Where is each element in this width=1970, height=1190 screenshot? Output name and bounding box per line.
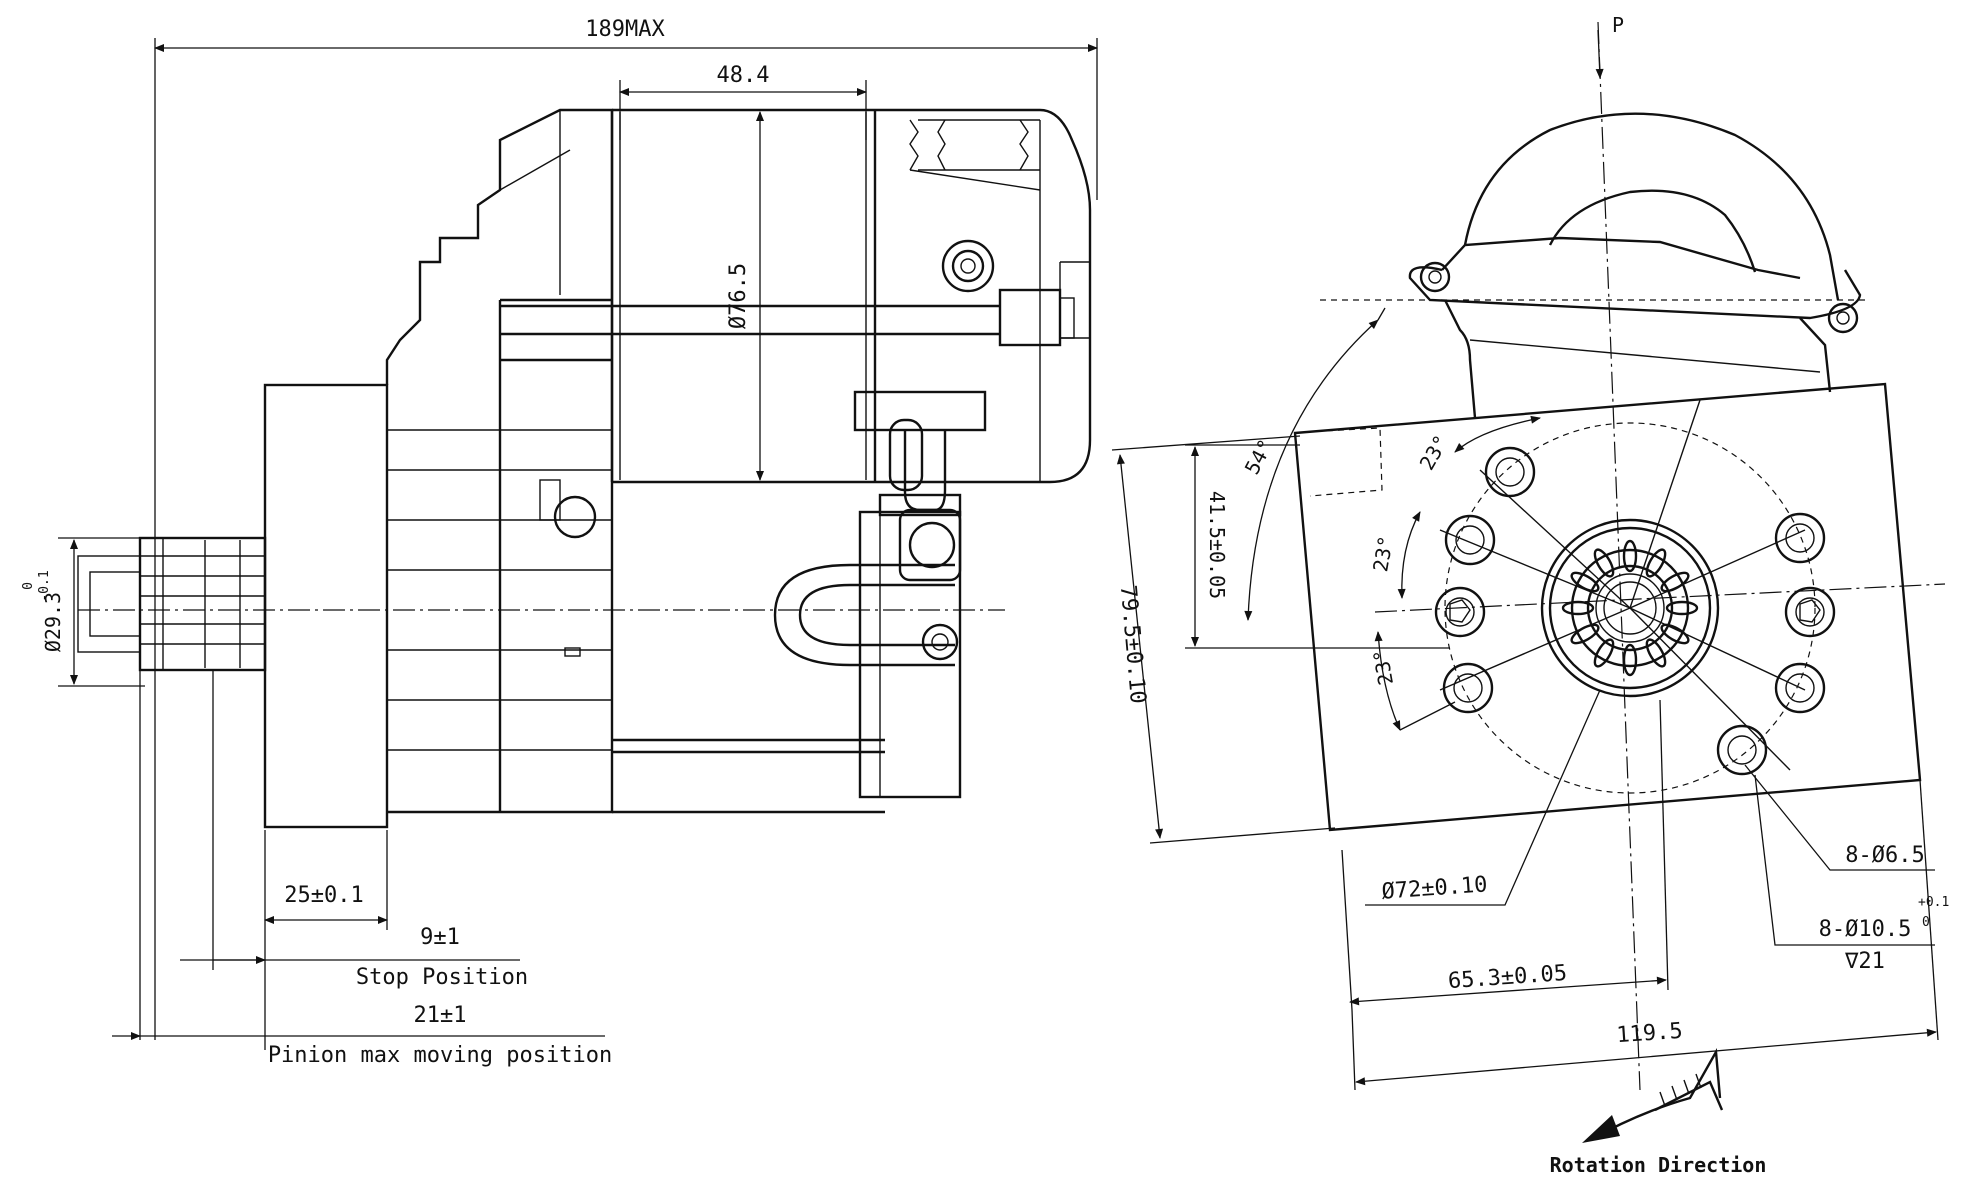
nose-flange [263,383,389,829]
bolt-hole [1784,586,1836,638]
rotation-arrow-icon [1582,1048,1724,1143]
rotation-direction-label: Rotation Direction [1550,1153,1767,1177]
gear-tooth [1570,623,1600,645]
bolt-hole [1484,446,1536,498]
pinion-tolerance-upper: 0 [21,582,36,590]
dim-79-label: 79.5±0.10 [1115,584,1150,705]
mounting-plate [1293,382,1922,832]
pinion-gear [77,536,267,672]
angle-23-low-label: 23° [1368,647,1398,687]
dim-119-label: 119.5 [1616,1019,1684,1049]
front-dimensions [1111,307,1939,1091]
bolt-hole [1442,662,1494,714]
bolt-holes [1434,446,1836,776]
flange-length-label: 25±0.1 [284,883,363,908]
overall-length-label: 189MAX [585,17,665,42]
hole-depth-label: ∇21 [1844,949,1885,974]
motor-housing [610,108,1092,484]
gear-tooth [1622,539,1638,573]
gear-tooth [1660,571,1690,593]
pinion-tolerance-lower: -0.1 [37,570,52,601]
gear-teeth [1561,539,1699,677]
holes-large-label: 8-Ø10.5 [1819,917,1912,942]
p-label: P [1612,13,1624,37]
gear-tooth [1561,600,1595,616]
gear-tooth [1660,623,1690,645]
housing-diameter-label: Ø76.5 [726,263,751,329]
stop-position-label: Stop Position [356,965,528,990]
gear-tooth [1593,548,1615,578]
pitch-circle [1444,422,1816,794]
radial-lines [1439,399,1806,771]
dim-65-label: 65.3±0.05 [1447,961,1568,994]
side-view: 189MAX 48.4 Ø76.5 Ø29.3 0 -0.1 25±0.1 9±… [21,17,1098,1068]
housing-length-label: 48.4 [717,63,770,88]
nose-housing [385,108,614,814]
stop-dim-label: 9±1 [420,925,460,950]
gear-tooth [1645,638,1667,668]
bolt-hole [1774,662,1826,714]
center-boss [1540,518,1720,698]
angle-23-mid-label: 23° [1368,534,1398,574]
pinion-dim-label: 21±1 [414,1003,467,1028]
dim-41-label: 41.5±0.05 [1205,491,1229,599]
bolt-hole [1434,586,1486,638]
gear-tooth [1570,571,1600,593]
holes-small-label: 8-Ø6.5 [1845,843,1924,868]
pcd-label: Ø72±0.10 [1381,872,1488,904]
angle-54-label: 54° [1240,435,1278,478]
gear-tooth [1593,638,1615,668]
pinion-max-label: Pinion max moving position [268,1043,612,1068]
side-dimensions [58,38,1098,1050]
pinion-diameter-label: Ø29.3 [41,592,65,652]
bolt-hole [1716,724,1768,776]
holes-large-tol-upper: +0.1 [1918,895,1949,910]
angle-23-top-label: 23° [1415,431,1454,474]
gear-tooth [1645,548,1667,578]
gear-tooth [1665,600,1699,616]
bolt-hole [1444,514,1496,566]
front-view: P [1111,13,1949,1177]
terminal-bracket [612,390,987,814]
gear-tooth [1622,643,1638,677]
solenoid-outline [1320,112,1870,419]
bolt-hole [1774,512,1826,564]
through-bolt [500,239,1075,347]
holes-large-tol-lower: 0 [1922,915,1930,930]
